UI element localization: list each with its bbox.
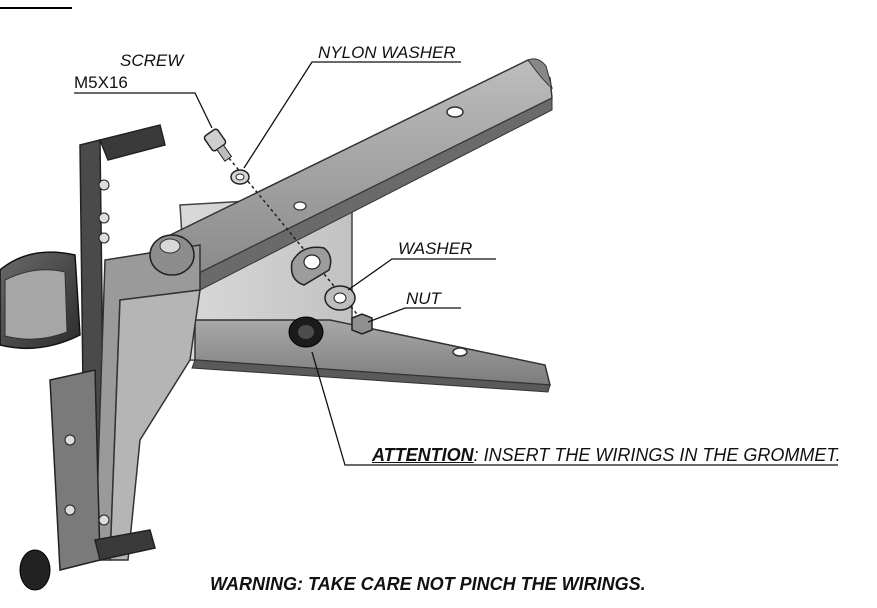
- slot-hole-lower: [452, 347, 468, 357]
- upper-bracket-arm: [158, 58, 553, 291]
- reflector: [19, 549, 51, 591]
- washer-label: WASHER: [398, 239, 473, 258]
- leader-screw: [74, 92, 213, 129]
- leader-lines: [74, 61, 838, 466]
- leader-nylon-washer: [243, 61, 461, 169]
- nut: [351, 313, 373, 335]
- tail-light: [0, 251, 81, 591]
- mounting-tab: [290, 246, 332, 286]
- attention-note: ATTENTION: INSERT THE WIRINGS IN THE GRO…: [372, 446, 841, 464]
- attention-heading: ATTENTION: [372, 445, 474, 465]
- nylon-washer-label: NYLON WASHER: [318, 43, 456, 62]
- lower-bracket-arm: [191, 319, 551, 393]
- nut-label: NUT: [406, 289, 441, 308]
- screw-m5x16: [203, 128, 233, 162]
- warning-note: WARNING: TAKE CARE NOT PINCH THE WIRINGS…: [210, 574, 646, 594]
- screw-size-label: M5X16: [74, 73, 128, 92]
- slot-hole-upper: [446, 106, 464, 118]
- screw-label: SCREW: [120, 51, 184, 70]
- left-frame: [49, 124, 201, 571]
- attention-text: : INSERT THE WIRINGS IN THE GROMMET.: [473, 445, 841, 465]
- leader-nut: [367, 307, 461, 323]
- leader-grommet: [311, 351, 838, 466]
- leader-washer: [347, 258, 496, 291]
